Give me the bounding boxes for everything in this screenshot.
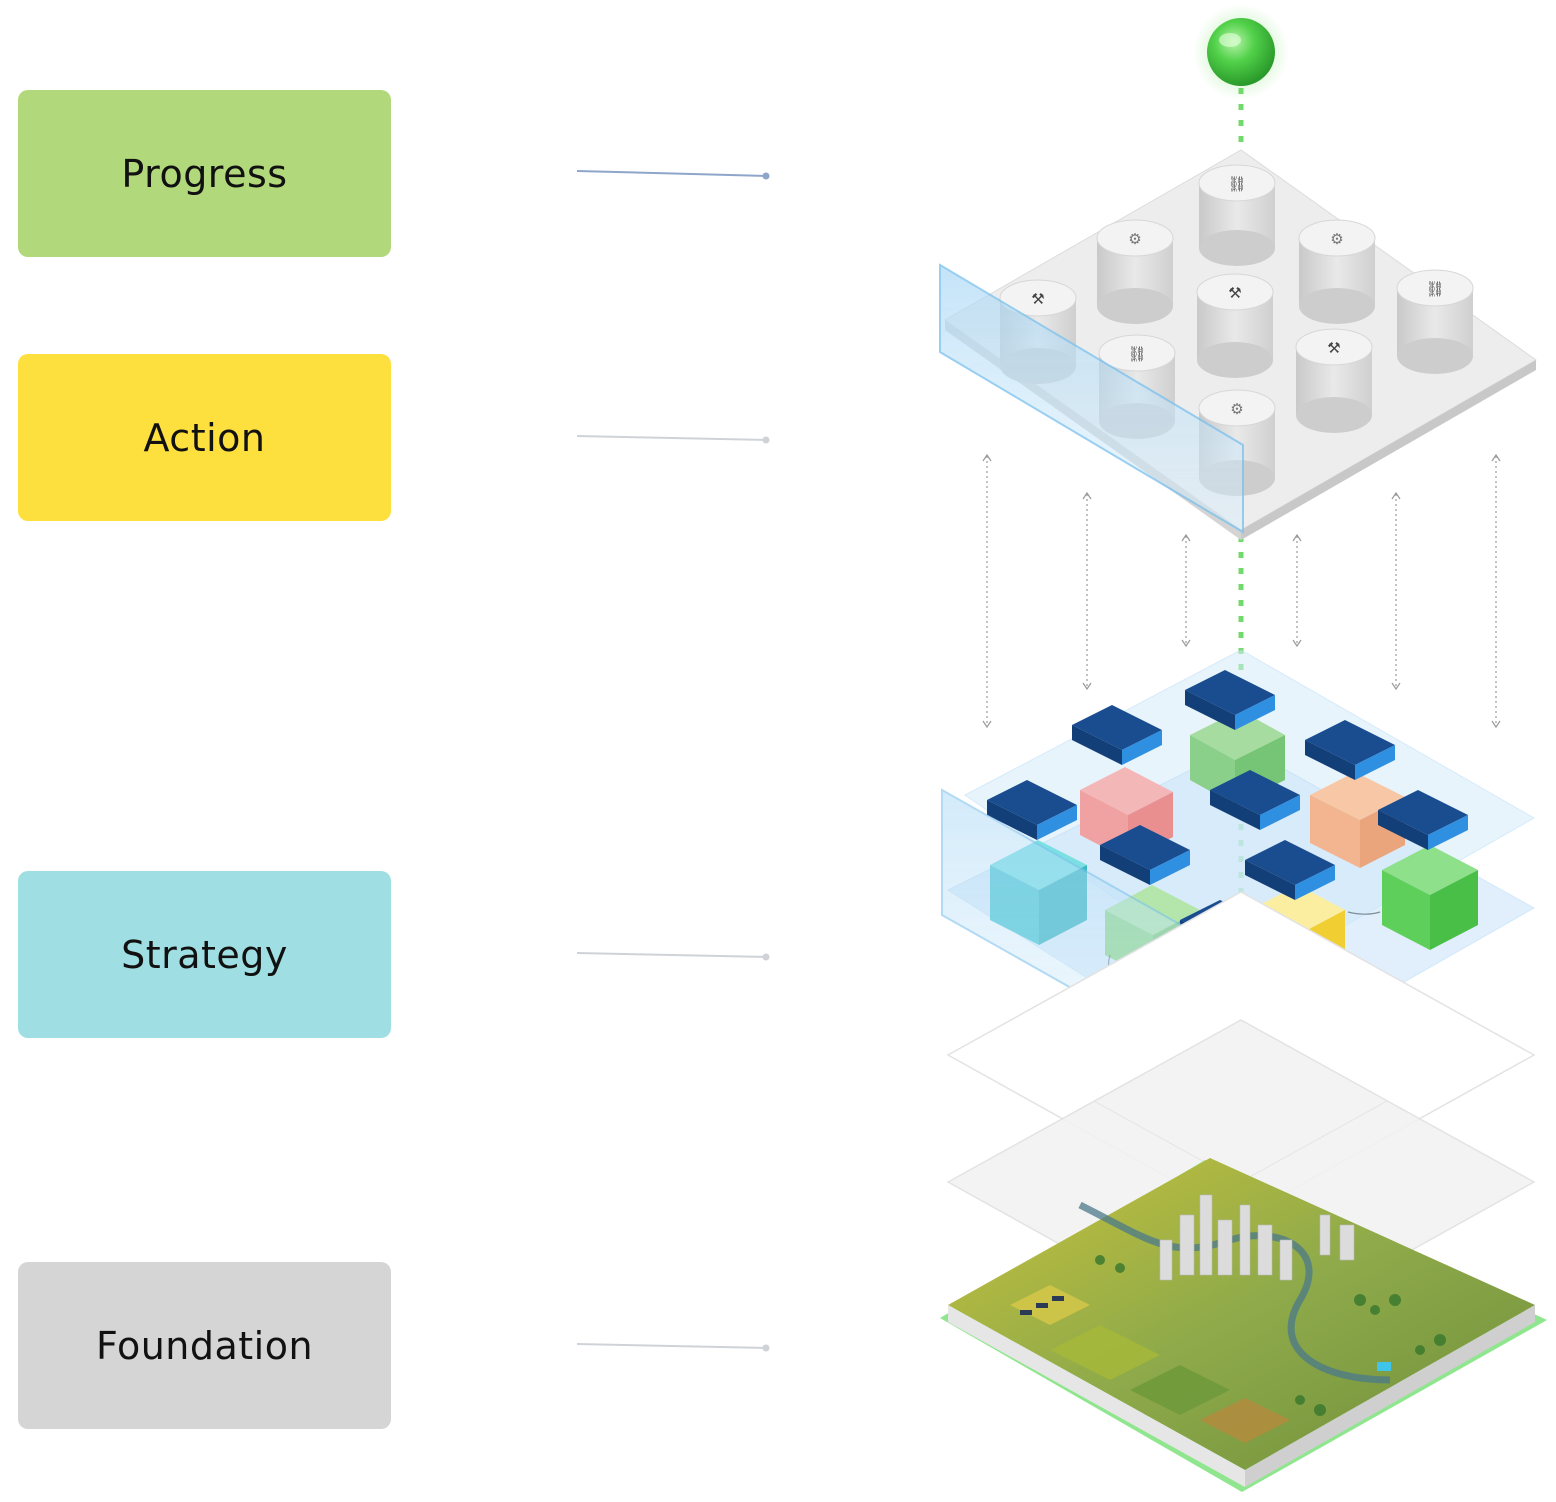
- cylinder-3: ⚙: [1298, 219, 1376, 324]
- strategy-label: Strategy: [121, 932, 288, 977]
- green-sphere-icon: [1193, 4, 1289, 100]
- progress-glass-panel: [939, 263, 1244, 534]
- foundation-label: Foundation: [95, 1323, 314, 1368]
- vertical-arrows: [986, 456, 1497, 726]
- cylinder-6: ⛓: [1396, 269, 1474, 374]
- strategy-label-box: Strategy: [18, 871, 391, 1038]
- svg-text:⚒: ⚒: [1031, 290, 1044, 308]
- svg-text:⛓: ⛓: [1425, 280, 1444, 298]
- svg-text:⚒: ⚒: [1228, 284, 1241, 302]
- action-label-box: Action: [18, 354, 391, 521]
- svg-text:⚒: ⚒: [1327, 339, 1340, 357]
- svg-text:⚙: ⚙: [1128, 230, 1141, 248]
- action-label: Action: [143, 415, 266, 460]
- cylinder-5: ⚒: [1196, 273, 1274, 378]
- cylinder-8: ⚒: [1295, 328, 1373, 433]
- arrow-heads: [982, 453, 1501, 729]
- svg-text:⛓: ⛓: [1127, 345, 1146, 363]
- foundation-city-tile: [940, 1158, 1547, 1492]
- svg-text:⛓: ⛓: [1227, 175, 1246, 193]
- progress-label: Progress: [121, 151, 288, 196]
- progress-label-box: Progress: [18, 90, 391, 257]
- foundation-label-box: Foundation: [18, 1262, 391, 1429]
- svg-text:⚙: ⚙: [1330, 230, 1343, 248]
- svg-text:⚙: ⚙: [1230, 400, 1243, 418]
- cylinder-1: ⛓: [1198, 164, 1276, 266]
- cylinder-2: ⚙: [1096, 219, 1174, 324]
